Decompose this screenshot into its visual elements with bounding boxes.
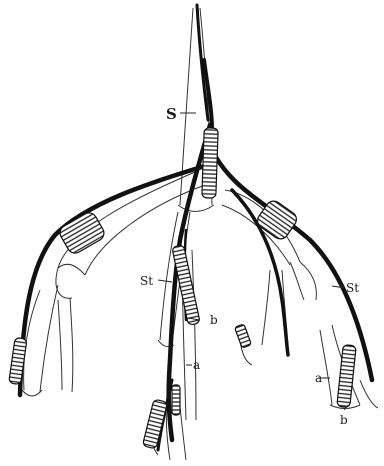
label-a-center: a xyxy=(193,358,200,372)
label-s: S xyxy=(166,105,177,123)
ringed-segment-bottom-small xyxy=(172,385,180,415)
label-st-left: St xyxy=(140,274,153,288)
figure-labels: S St St b a a b xyxy=(140,105,359,427)
label-b-center: b xyxy=(210,313,218,327)
ringed-segment-right-low xyxy=(235,324,252,348)
label-b-right: b xyxy=(340,413,348,427)
ringed-segment-top xyxy=(202,128,218,198)
label-a-right: a xyxy=(315,371,322,385)
ringed-segment-left-arch xyxy=(57,210,107,256)
ringed-segment-left-low xyxy=(9,337,27,384)
ringed-segment-right-b xyxy=(337,345,356,408)
label-st-right: St xyxy=(346,281,359,295)
annulated-segments xyxy=(9,128,356,449)
